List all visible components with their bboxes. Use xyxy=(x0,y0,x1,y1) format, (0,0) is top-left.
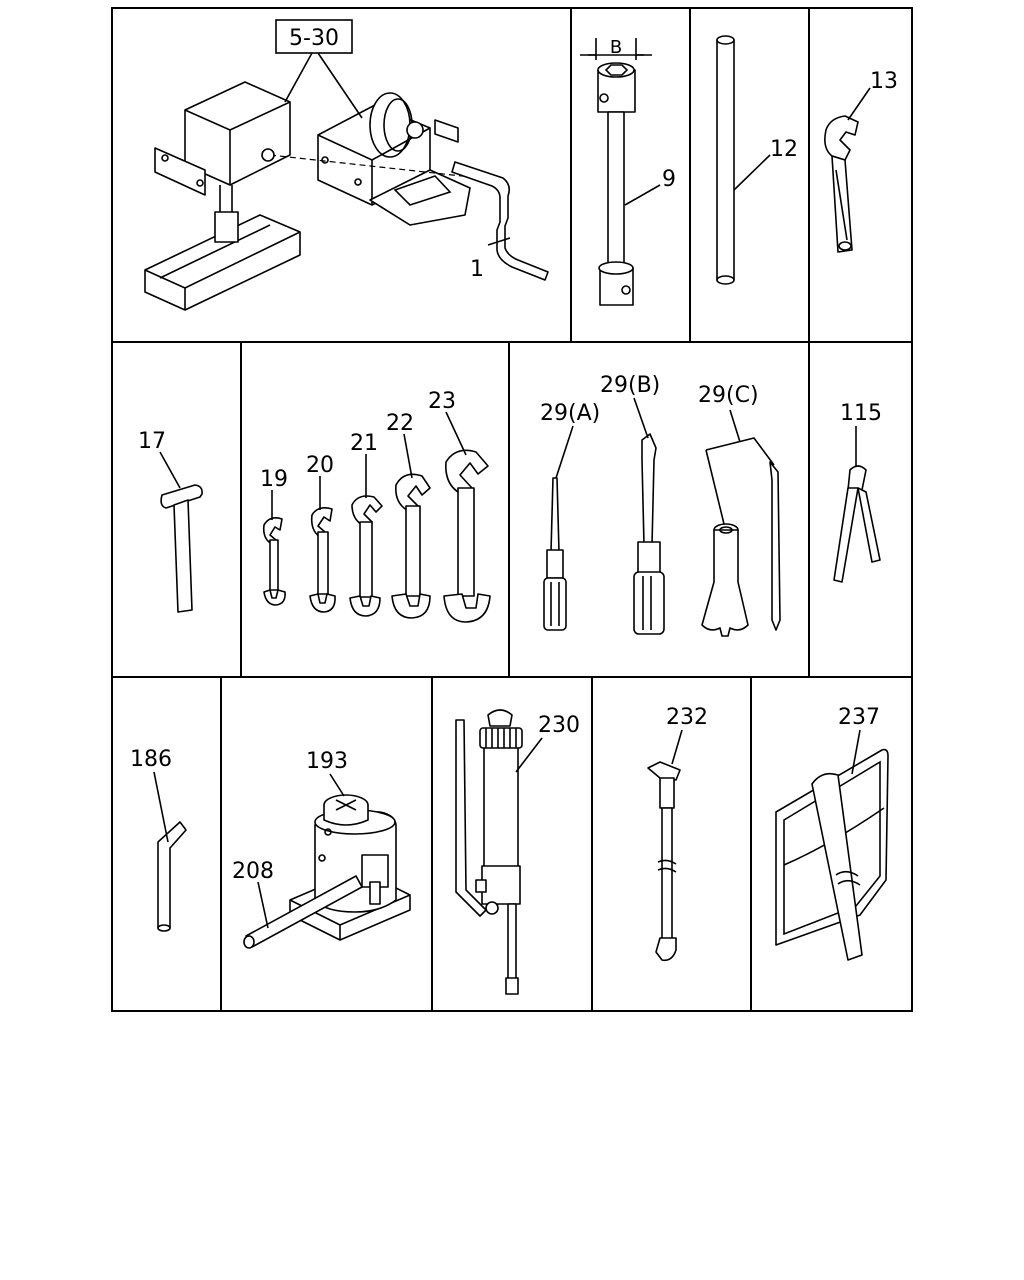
screwdriver-a xyxy=(543,477,567,631)
label-232: 232 xyxy=(666,705,708,730)
label-29a: 29(A) xyxy=(540,401,600,426)
label-23: 23 xyxy=(428,389,456,414)
bar xyxy=(716,35,735,285)
pliers xyxy=(833,465,881,583)
label-12-group: 12 xyxy=(733,137,798,191)
label-13: 13 xyxy=(870,69,898,94)
tool-bag xyxy=(775,748,889,961)
label-232-group: 232 xyxy=(666,705,708,765)
label-17-group: 17 xyxy=(138,429,181,489)
label-208-group: 208 xyxy=(232,859,274,929)
label-23-group: 23 xyxy=(428,389,467,456)
label-208: 208 xyxy=(232,859,274,884)
label-115-group: 115 xyxy=(840,401,882,466)
label-29b: 29(B) xyxy=(600,373,660,398)
label-20-group: 20 xyxy=(306,453,334,510)
jack-handle xyxy=(243,875,363,949)
label-1-group: 1 xyxy=(470,237,511,282)
label-237-group: 237 xyxy=(838,705,880,775)
label-19: 19 xyxy=(260,467,288,492)
screwdriver-c-bit xyxy=(769,461,781,631)
label-21: 21 xyxy=(350,431,378,456)
bottle-jack xyxy=(289,794,411,941)
adjustable-wrench xyxy=(824,115,859,253)
label-230-group: 230 xyxy=(515,713,580,773)
label-13-group: 13 xyxy=(847,69,898,121)
label-186-group: 186 xyxy=(130,747,172,843)
hammer xyxy=(160,484,203,613)
label-21-group: 21 xyxy=(350,431,378,498)
label-20: 20 xyxy=(306,453,334,478)
label-186: 186 xyxy=(130,747,172,772)
label-17: 17 xyxy=(138,429,166,454)
label-22-group: 22 xyxy=(386,411,414,479)
label-29c-group: 29(C) xyxy=(698,383,775,525)
screwdriver-c-handle xyxy=(701,523,749,637)
label-19-group: 19 xyxy=(260,467,288,520)
grease-gun xyxy=(455,709,523,995)
wrench-22 xyxy=(391,473,431,619)
label-193-group: 193 xyxy=(306,749,348,797)
label-115: 115 xyxy=(840,401,882,426)
wrench-23 xyxy=(443,449,491,623)
label-5-30-box: 5-30 xyxy=(275,19,363,119)
winch-assembly xyxy=(144,81,549,311)
label-9-group: 9 xyxy=(624,167,676,206)
wrench-19 xyxy=(262,517,286,606)
label-29b-group: 29(B) xyxy=(600,373,660,439)
wrench-21 xyxy=(349,495,383,617)
wrench-20 xyxy=(309,507,336,613)
label-230: 230 xyxy=(538,713,580,738)
label-5-30: 5-30 xyxy=(289,26,339,51)
grease-hose xyxy=(647,761,681,962)
tire-lever xyxy=(157,821,187,932)
box-wrench xyxy=(580,38,652,306)
label-237: 237 xyxy=(838,705,880,730)
diagram-frame xyxy=(111,7,913,1012)
label-1: 1 xyxy=(470,257,484,282)
label-b: B xyxy=(610,37,622,58)
label-9: 9 xyxy=(662,167,676,192)
label-22: 22 xyxy=(386,411,414,436)
label-29a-group: 29(A) xyxy=(540,401,600,479)
label-193: 193 xyxy=(306,749,348,774)
label-b-group: B xyxy=(610,37,622,58)
screwdriver-b xyxy=(633,433,665,635)
label-29c: 29(C) xyxy=(698,383,759,408)
label-12: 12 xyxy=(770,137,798,162)
